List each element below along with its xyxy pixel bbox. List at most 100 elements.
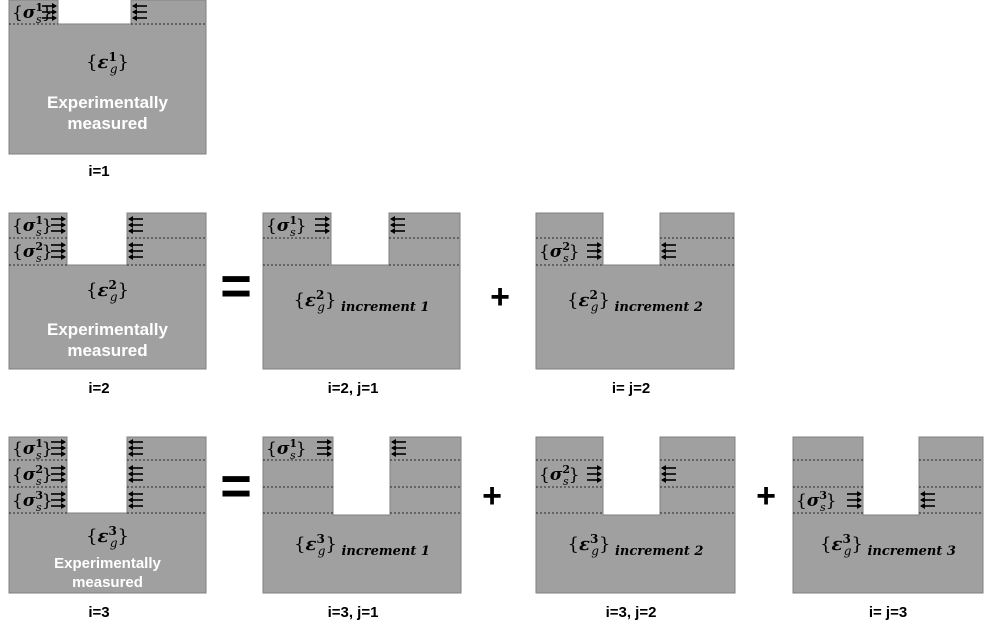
- stress-arrowhead: [327, 439, 332, 445]
- stress-arrowhead: [128, 497, 133, 503]
- stress-arrowhead: [61, 497, 66, 503]
- stress-arrowhead: [61, 445, 66, 451]
- stress-arrowhead: [132, 9, 137, 15]
- stress-arrowhead: [128, 248, 133, 254]
- specimen-block: [262, 212, 461, 370]
- stress-arrowhead: [61, 248, 66, 254]
- stress-arrowhead: [128, 477, 133, 483]
- specimen-block: [8, 436, 207, 594]
- experimental-label: measured: [72, 574, 143, 591]
- experimental-label: Experimentally: [47, 320, 168, 339]
- stress-arrowhead: [597, 242, 602, 248]
- panel-caption: i=2: [88, 380, 109, 397]
- stress-arrowhead: [128, 491, 133, 497]
- stress-arrowhead: [661, 471, 666, 477]
- stress-arrowhead: [52, 9, 57, 15]
- panel-caption: i=3, j=2: [606, 604, 657, 621]
- stress-arrowhead: [391, 451, 396, 457]
- stress-arrowhead: [61, 216, 66, 222]
- stress-arrowhead: [325, 216, 330, 222]
- specimen-block: [262, 436, 462, 594]
- plus-sign: +: [482, 477, 502, 515]
- stress-arrowhead: [61, 451, 66, 457]
- stress-arrowhead: [128, 439, 133, 445]
- stress-arrowhead: [61, 465, 66, 471]
- stress-arrowhead: [327, 445, 332, 451]
- stress-arrowhead: [128, 451, 133, 457]
- stress-arrowhead: [61, 242, 66, 248]
- panel-caption: i=3: [88, 604, 109, 621]
- experimental-label: Experimentally: [47, 93, 168, 112]
- stress-arrowhead: [390, 228, 395, 234]
- experimental-label: measured: [67, 114, 147, 133]
- stress-arrowhead: [61, 439, 66, 445]
- stress-arrowhead: [391, 445, 396, 451]
- panel-caption: i=1: [88, 163, 109, 180]
- stress-arrowhead: [61, 228, 66, 234]
- stress-arrowhead: [61, 254, 66, 260]
- stress-arrowhead: [61, 491, 66, 497]
- stress-arrowhead: [920, 503, 925, 509]
- stress-arrowhead: [661, 477, 666, 483]
- stress-arrowhead: [128, 242, 133, 248]
- specimen-block: [535, 212, 735, 370]
- stress-arrowhead: [857, 491, 862, 497]
- stress-arrowhead: [920, 497, 925, 503]
- panel-caption: i= j=3: [869, 604, 907, 621]
- stress-arrowhead: [661, 248, 666, 254]
- stress-arrowhead: [132, 3, 137, 9]
- stress-arrowhead: [128, 503, 133, 509]
- stress-arrowhead: [128, 254, 133, 260]
- stress-arrowhead: [597, 465, 602, 471]
- stress-arrowhead: [390, 222, 395, 228]
- equals-sign: =: [220, 456, 252, 516]
- stress-arrowhead: [325, 222, 330, 228]
- stress-arrowhead: [327, 451, 332, 457]
- stress-arrowhead: [128, 471, 133, 477]
- plus-sign: +: [756, 477, 776, 515]
- stress-arrowhead: [390, 216, 395, 222]
- stress-arrowhead: [52, 15, 57, 21]
- stress-arrowhead: [325, 228, 330, 234]
- specimen-block: [8, 0, 207, 155]
- stress-arrowhead: [61, 222, 66, 228]
- stress-arrowhead: [661, 242, 666, 248]
- stress-arrowhead: [61, 477, 66, 483]
- plus-sign: +: [490, 278, 510, 316]
- stress-arrowhead: [391, 439, 396, 445]
- stress-arrowhead: [857, 503, 862, 509]
- stress-arrowhead: [597, 471, 602, 477]
- panel-caption: i=3, j=1: [328, 604, 379, 621]
- stress-arrowhead: [128, 445, 133, 451]
- stress-arrowhead: [132, 15, 137, 21]
- stress-arrowhead: [597, 477, 602, 483]
- stress-arrowhead: [52, 3, 57, 9]
- stress-arrowhead: [128, 465, 133, 471]
- panel-caption: i=2, j=1: [328, 380, 379, 397]
- stress-arrowhead: [857, 497, 862, 503]
